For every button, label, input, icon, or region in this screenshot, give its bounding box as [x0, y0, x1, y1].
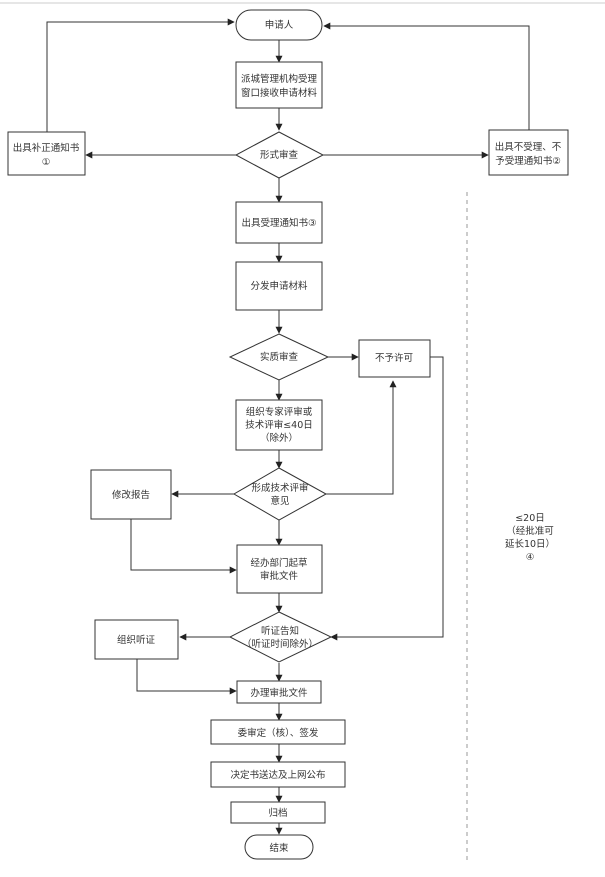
- expert-label-3: （除外）: [260, 432, 298, 444]
- reject-label-1: 出具不受理、不: [495, 141, 562, 153]
- receive-label-1: 派城管理机构受理: [241, 73, 318, 85]
- revise-report-label: 修改报告: [112, 489, 150, 501]
- end-node: [244, 834, 314, 860]
- distribute-node: [235, 261, 323, 311]
- tech-opinion-label-2: 意见: [270, 495, 289, 507]
- draft-label-1: 经办部门起草: [250, 557, 307, 569]
- tech-opinion-node: [233, 467, 328, 521]
- organize-hearing-node: [94, 619, 179, 660]
- archive-label: 归档: [268, 807, 287, 819]
- expert-label-1: 组织专家评审或: [246, 406, 313, 418]
- applicant-node: [235, 9, 323, 41]
- correction-notice-node: [7, 131, 86, 176]
- accept-notice-label: 出具受理通知书③: [241, 217, 316, 229]
- process-approval-label: 办理审批文件: [250, 687, 308, 699]
- end-label: 结束: [269, 842, 289, 854]
- expert-label-2: 技术评审≤40日: [245, 419, 313, 431]
- applicant-label: 申请人: [265, 19, 294, 31]
- hearing-label-1: 听证告知: [261, 625, 299, 637]
- correction-label-2: ①: [42, 157, 51, 168]
- formal-review-node: [234, 131, 325, 179]
- correction-label-1: 出具补正通知书: [13, 142, 80, 154]
- publish-label: 决定书送达及上网公布: [230, 769, 325, 781]
- archive-node: [230, 801, 326, 824]
- draft-label-2: 审批文件: [260, 570, 299, 582]
- rejection-notice-node: [488, 129, 569, 176]
- organize-hearing-label: 组织听证: [117, 634, 156, 646]
- receive-label-2: 窗口接收申请材料: [241, 87, 318, 99]
- draft-node: [236, 544, 323, 594]
- publish-node: [210, 761, 346, 788]
- expert-review-node: [235, 399, 323, 451]
- time-note-2: （经批准可: [506, 525, 554, 537]
- hearing-label-2: （听证时间除外）: [242, 638, 318, 650]
- time-note-4: ④: [526, 552, 535, 563]
- hearing-notice-node: [228, 611, 333, 663]
- committee-sign-label: 委审定（核）、签发: [238, 727, 319, 739]
- time-note-1: ≤20日: [515, 513, 545, 524]
- revise-report-node: [90, 469, 172, 520]
- process-approval-node: [236, 680, 322, 704]
- reject-label-2: 予受理通知书②: [495, 155, 561, 167]
- accept-notice-node: [235, 201, 323, 244]
- time-note-3: 延长10日）: [505, 538, 555, 550]
- formal-review-label: 形式审查: [260, 149, 299, 161]
- receive-node: [235, 61, 323, 109]
- substantive-review-label: 实质审查: [260, 351, 299, 363]
- distribute-label: 分发申请材料: [250, 280, 308, 292]
- deny-permit-node: [358, 339, 431, 378]
- committee-sign-node: [210, 719, 346, 745]
- tech-opinion-label-1: 形成技术评审: [251, 482, 308, 494]
- deny-permit-label: 不予许可: [375, 352, 413, 364]
- substantive-review-node: [228, 333, 330, 381]
